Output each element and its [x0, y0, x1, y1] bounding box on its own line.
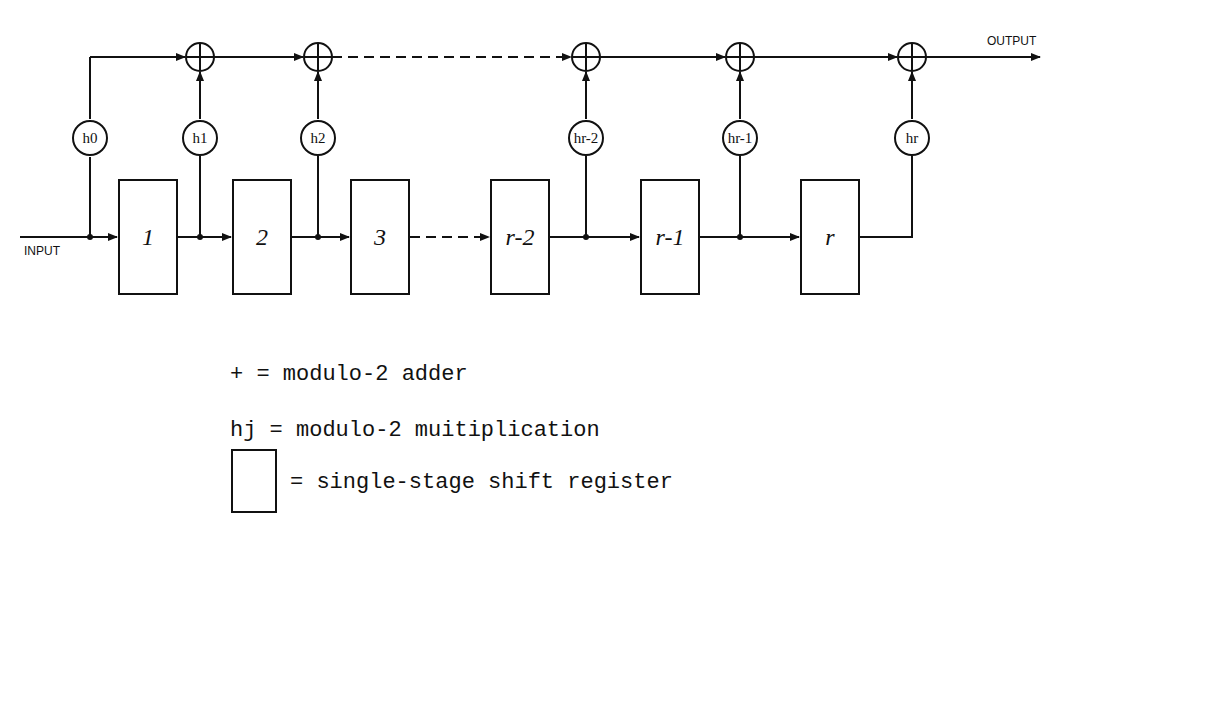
signal-wire: [292, 156, 318, 237]
stage-number: 2: [256, 224, 268, 251]
shift-register-box: 1: [118, 179, 178, 295]
signal-label: OUTPUT: [985, 34, 1038, 48]
stage-number: r-2: [506, 224, 535, 251]
signal-wire: [178, 156, 200, 237]
shift-register-box: r-2: [490, 179, 550, 295]
stage-number: 3: [374, 224, 386, 251]
coefficient-label: hr-1: [728, 130, 753, 147]
coefficient-label: hr-2: [574, 130, 599, 147]
coefficient-label: h1: [193, 130, 208, 147]
coefficient-label: hr: [906, 130, 919, 147]
multiplier-circle: hr-2: [568, 120, 604, 156]
signal-wire: [410, 236, 489, 238]
stage-number: r: [825, 224, 834, 251]
stage-number: 1: [142, 224, 154, 251]
signal-wire: [700, 156, 740, 237]
signal-wire: [550, 156, 586, 237]
legend-text: = single-stage shift register: [290, 470, 673, 495]
coefficient-label: h0: [83, 130, 98, 147]
multiplier-circle: h0: [72, 120, 108, 156]
shift-register-box: 2: [232, 179, 292, 295]
coefficient-label: h2: [311, 130, 326, 147]
legend-text: hj = modulo-2 muitiplication: [230, 418, 600, 443]
signal-label: INPUT: [22, 244, 62, 258]
legend-text: + = modulo-2 adder: [230, 362, 468, 387]
multiplier-circle: hr-1: [722, 120, 758, 156]
stage-number: r-1: [656, 224, 685, 251]
signal-wire: [860, 156, 912, 237]
shift-register-box: 3: [350, 179, 410, 295]
multiplier-circle: h2: [300, 120, 336, 156]
multiplier-circle: h1: [182, 120, 218, 156]
shift-register-box: r-1: [640, 179, 700, 295]
shift-register-box: r: [800, 179, 860, 295]
multiplier-circle: hr: [894, 120, 930, 156]
